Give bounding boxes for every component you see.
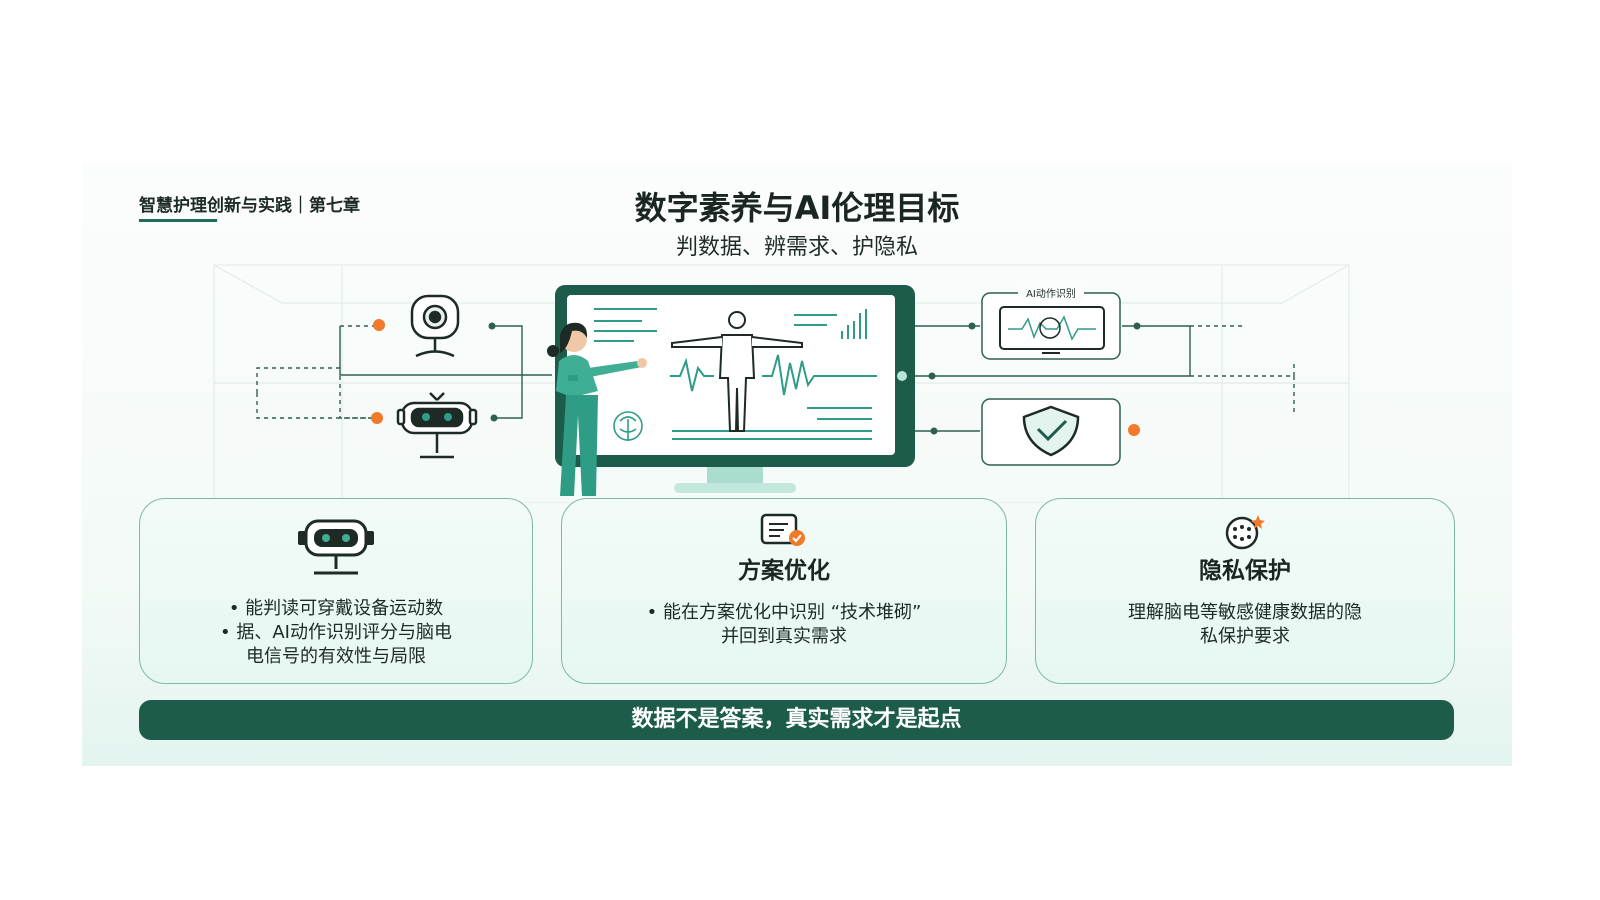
chapter-kicker: 智慧护理创新与实践｜第七章 — [139, 196, 360, 216]
illustration: AI动作识别 — [213, 264, 1350, 503]
privacy-dots-icon — [1225, 515, 1265, 550]
clipboard-check-icon — [760, 513, 805, 546]
card-body: 理解脑电等敏感健康数据的隐 私保护要求 — [1056, 601, 1434, 649]
card-plan-optimization: 方案优化 • 能在方案优化中识别 “技术堆砌” 并回到真实需求 — [561, 498, 1007, 684]
left-connectors — [256, 325, 552, 419]
card-privacy-protection: 隐私保护 理解脑电等敏感健康数据的隐 私保护要求 — [1035, 498, 1455, 684]
card-line: • 能在方案优化中识别 “技术堆砌” — [646, 602, 922, 623]
card-title: 隐私保护 — [1199, 558, 1291, 584]
key-message-banner: 数据不是答案，真实需求才是起点 — [139, 700, 1454, 740]
right-connectors — [915, 325, 1295, 432]
card-line: • 能判读可穿戴设备运动数 — [228, 598, 444, 619]
robot-icon — [396, 392, 478, 459]
slide-subtitle: 判数据、辨需求、护隐私 — [675, 235, 918, 260]
card-data-literacy: • 能判读可穿戴设备运动数 • 据、AI动作识别评分与脑电 电信号的有效性与局限 — [139, 498, 533, 684]
card-body: • 能在方案优化中识别 “技术堆砌” 并回到真实需求 — [582, 601, 986, 649]
card-line: 理解脑电等敏感健康数据的隐 — [1128, 602, 1362, 623]
shield-check-icon — [981, 398, 1121, 466]
robot-icon — [298, 519, 374, 575]
ai-device-panel — [981, 292, 1121, 360]
card-line: 并回到真实需求 — [721, 626, 847, 647]
card-line: 私保护要求 — [1200, 626, 1290, 647]
body-figure-icon — [671, 311, 803, 432]
card-line: 电信号的有效性与局限 — [246, 646, 426, 667]
orange-dot — [373, 319, 385, 331]
card-body: • 能判读可穿戴设备运动数 • 据、AI动作识别评分与脑电 电信号的有效性与局限 — [160, 597, 512, 669]
card-line: • 据、AI动作识别评分与脑电 — [220, 622, 452, 643]
slide-title: 数字素养与AI伦理目标 — [634, 189, 960, 227]
webcam-icon — [410, 294, 460, 358]
device-label: AI动作识别 — [1026, 288, 1076, 300]
orange-dot — [1128, 424, 1140, 436]
slide: 智慧护理创新与实践｜第七章 数字素养与AI伦理目标 判数据、辨需求、护隐私 — [82, 163, 1512, 766]
orange-dot — [371, 412, 383, 424]
card-title: 方案优化 — [738, 558, 830, 584]
brain-icon — [613, 411, 643, 441]
screen-content — [594, 308, 877, 440]
kicker-underline — [139, 219, 217, 222]
nurse-figure — [547, 322, 647, 496]
